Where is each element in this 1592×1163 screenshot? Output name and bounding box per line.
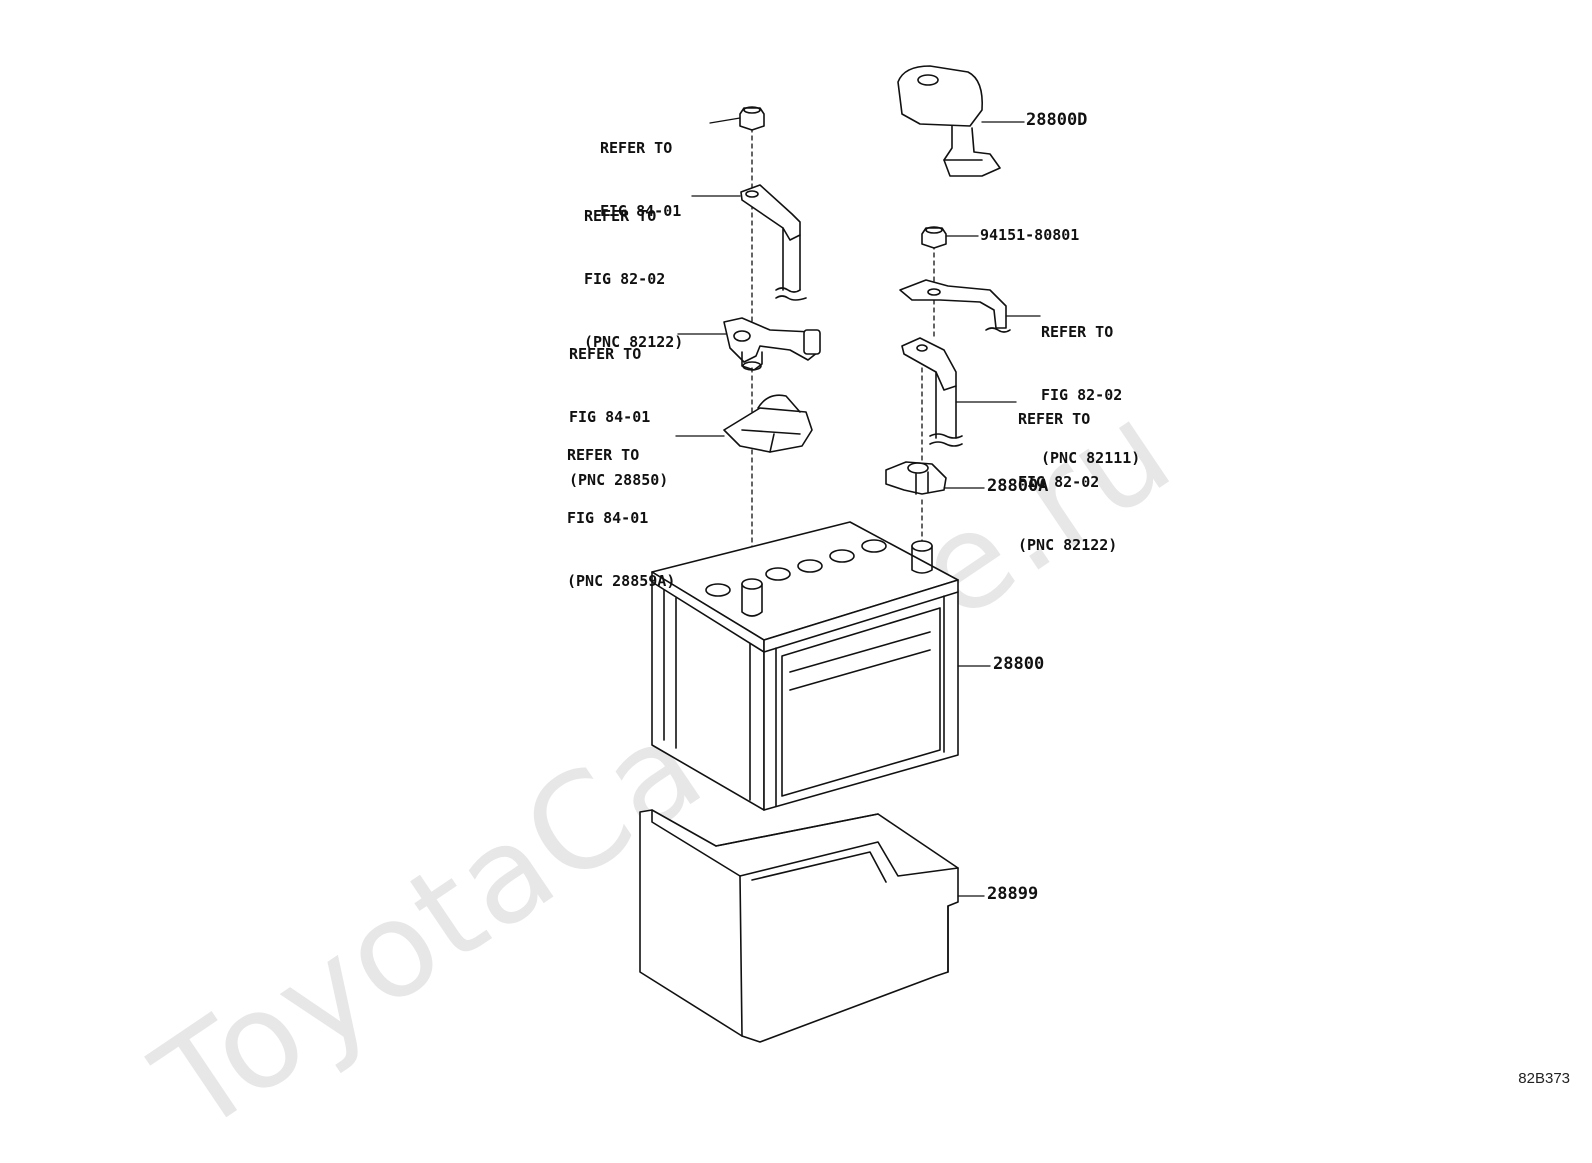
part-number-battery: 28800	[993, 654, 1045, 674]
terminal-cover-left-part	[723, 394, 813, 453]
nut-right-part	[921, 226, 947, 249]
label-terminal-left: REFER TO FIG 84-01 (PNC 28850)	[569, 302, 668, 512]
cable-right-part	[899, 279, 1011, 333]
label-line: FIG 84-01	[600, 202, 682, 220]
label-line: (PNC 82122)	[1018, 536, 1118, 554]
diagram-code: 82B373	[1518, 1070, 1570, 1087]
label-nut-left: REFER TO FIG 84-01	[600, 96, 681, 243]
label-line: FIG 84-01	[567, 509, 649, 527]
label-line: FIG 82-02	[1041, 386, 1123, 404]
battery-cover-part	[897, 65, 1001, 177]
assembly-axis-right	[921, 244, 935, 546]
battery-part	[651, 521, 959, 811]
label-line: FIG 82-02	[584, 270, 666, 288]
label-cable-right: REFER TO FIG 82-02 (PNC 82111)	[1041, 280, 1140, 490]
terminal-left-part	[723, 317, 821, 371]
part-number-nut: 94151-80801	[980, 226, 1080, 244]
label-cover-left: REFER TO FIG 84-01 (PNC 28859A)	[567, 403, 675, 613]
label-line: (PNC 82122)	[584, 333, 684, 351]
bracket-left-part	[740, 184, 807, 301]
label-line: REFER TO	[1041, 323, 1114, 341]
part-number-clamp: 28800A	[987, 476, 1049, 496]
part-number-tray: 28899	[987, 884, 1039, 904]
label-line: FIG 84-01	[569, 408, 651, 426]
label-line: REFER TO	[567, 446, 640, 464]
label-line: REFER TO	[600, 139, 673, 157]
label-line: (PNC 82111)	[1041, 449, 1141, 467]
bracket-right-part	[901, 337, 963, 447]
label-line: REFER TO	[584, 207, 657, 225]
nut-left-part	[739, 106, 765, 131]
label-line: (PNC 28859A)	[567, 572, 676, 590]
label-line: (PNC 28850)	[569, 471, 669, 489]
part-number-cover: 28800D	[1026, 110, 1088, 130]
label-line: FIG 82-02	[1018, 473, 1100, 491]
label-line: REFER TO	[569, 345, 642, 363]
battery-exploded-diagram	[639, 65, 1041, 1043]
battery-tray-part	[639, 809, 959, 1043]
label-bracket-right: REFER TO FIG 82-02 (PNC 82122)	[1018, 367, 1117, 577]
clamp-right-part	[885, 461, 947, 495]
label-bracket-left: REFER TO FIG 82-02 (PNC 82122)	[584, 164, 683, 374]
leader-lines	[675, 117, 1041, 897]
label-line: REFER TO	[1018, 410, 1091, 428]
